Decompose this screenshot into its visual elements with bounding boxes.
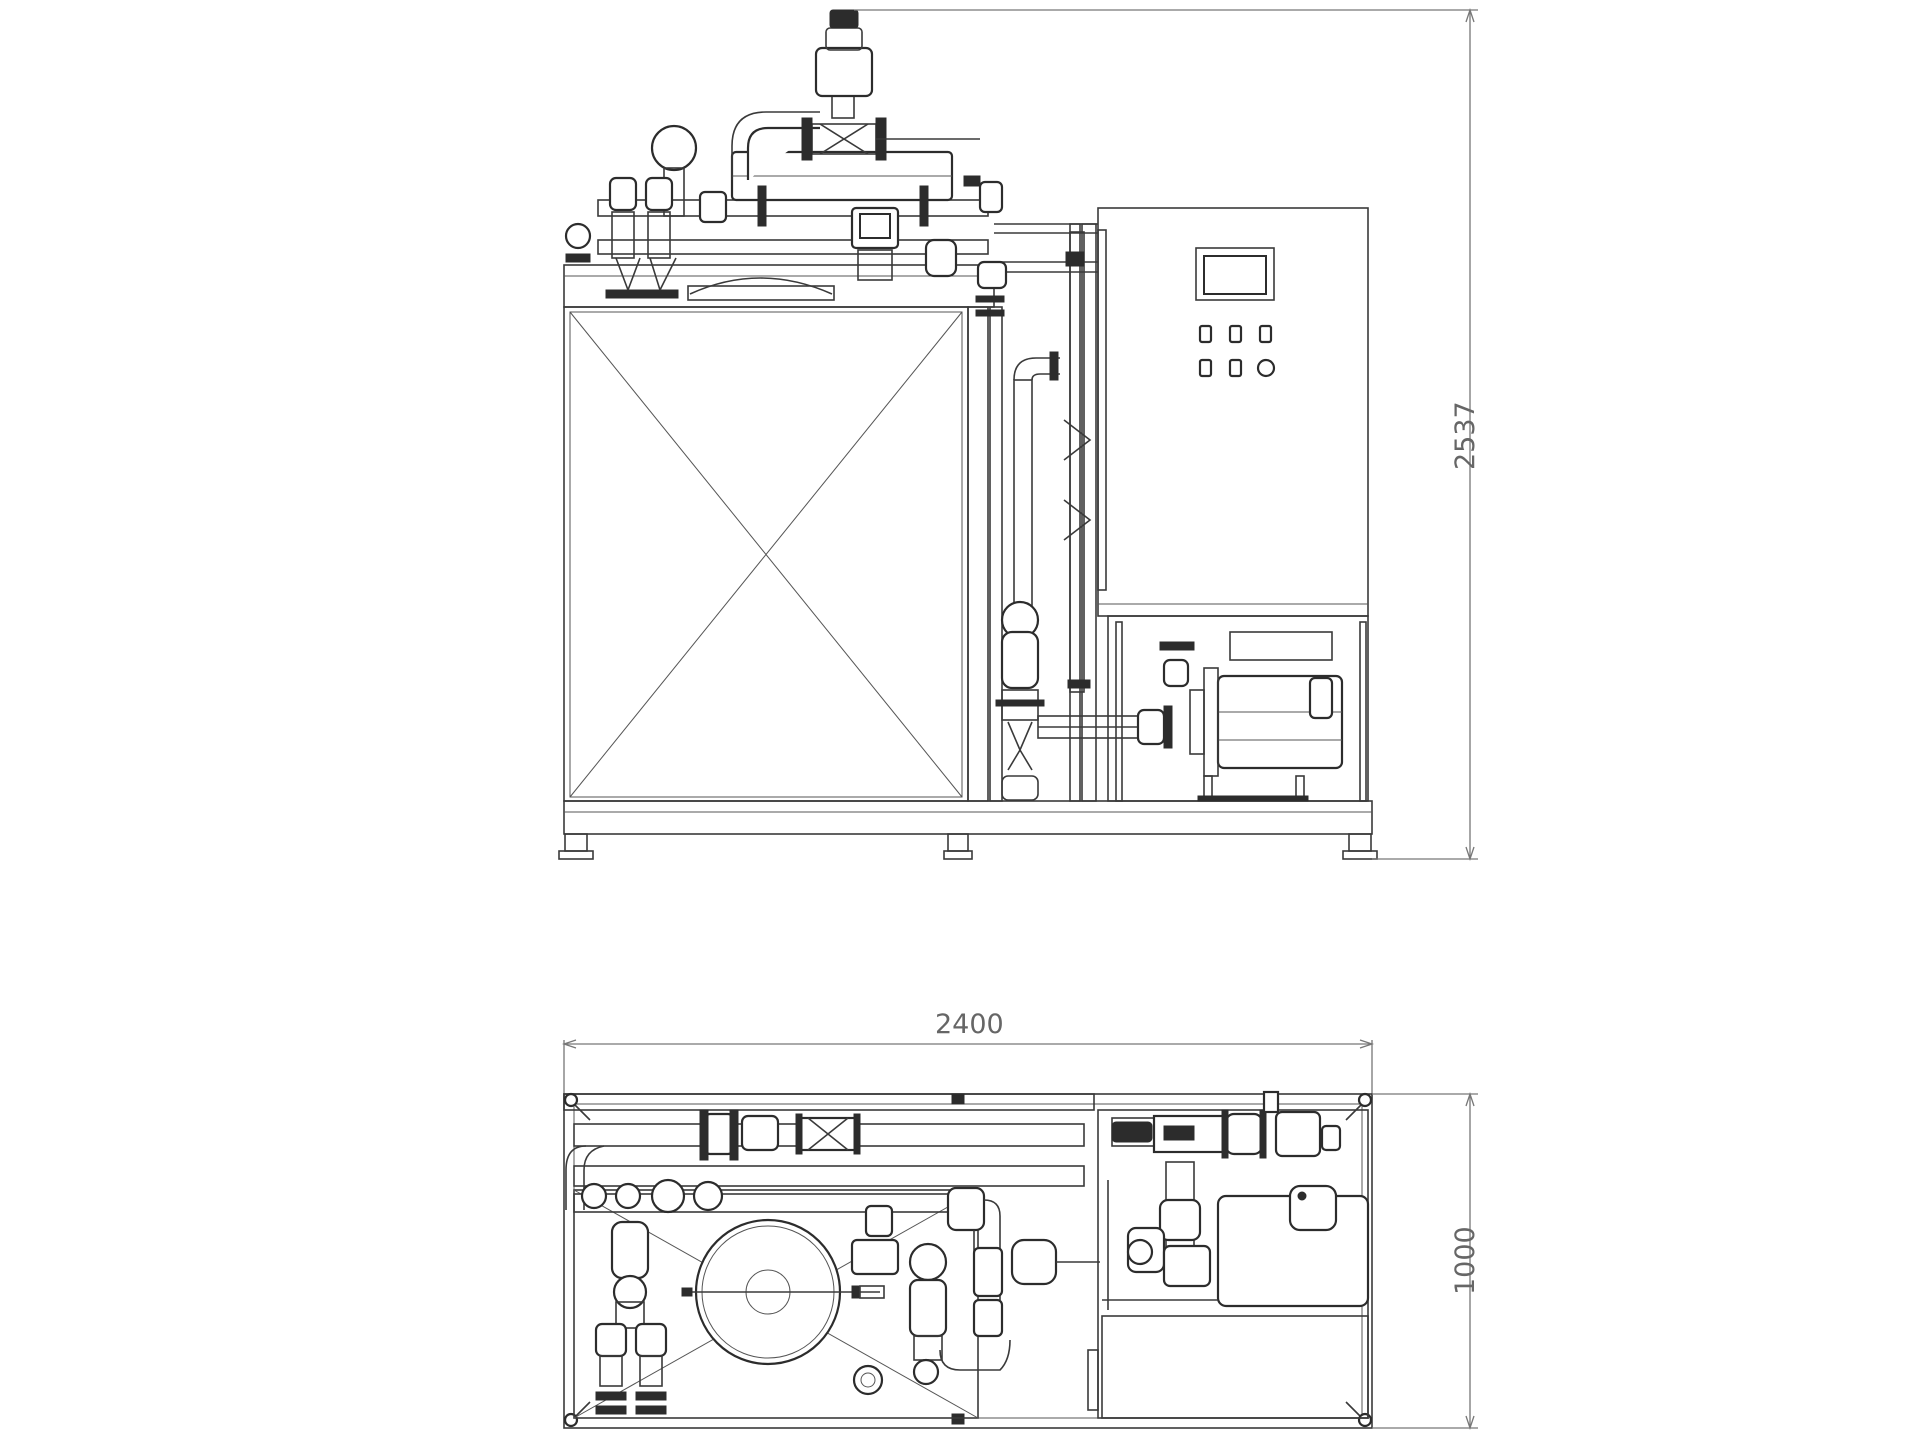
- control-cabinet: [1097, 207, 1369, 617]
- height-dimension: [854, 7, 1478, 862]
- top-piping: [564, 9, 1008, 317]
- height-label: 2537: [1450, 401, 1481, 470]
- plan-view: 2400: [561, 1009, 1481, 1431]
- depth-label: 1000: [1450, 1226, 1481, 1295]
- tank-lid: [681, 1218, 885, 1366]
- plan-valves: [580, 1178, 1100, 1415]
- vertical-piping: [995, 231, 1173, 801]
- front-elevation: 2537: [558, 7, 1481, 862]
- plan-piping: [565, 1109, 1085, 1300]
- depth-dimension: [1372, 1091, 1478, 1431]
- width-label: 2400: [935, 1009, 1004, 1040]
- base-frame: [558, 800, 1378, 860]
- control-buttons: [1198, 324, 1276, 378]
- width-dimension: [561, 1039, 1375, 1100]
- plan-cabinet: [1087, 1090, 1370, 1419]
- frame-rails: [994, 223, 1098, 802]
- pump-skid: [1107, 615, 1369, 802]
- tank-body: [563, 264, 1003, 802]
- hmi-screen: [1203, 255, 1267, 295]
